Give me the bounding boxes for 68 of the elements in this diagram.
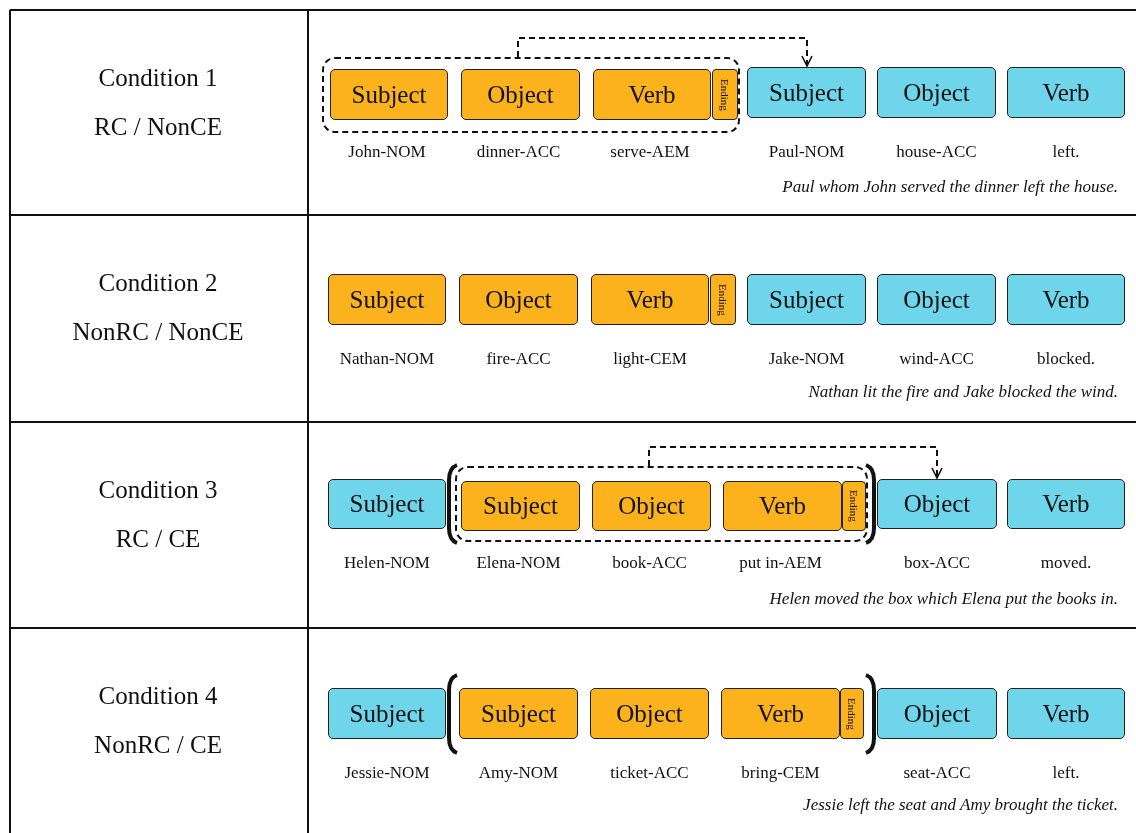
ending-tab: Ending (842, 481, 866, 531)
gloss-text: ticket-ACC (610, 763, 689, 783)
ending-tab: Ending (710, 274, 736, 325)
dashed-group-outline (455, 466, 868, 542)
gloss-text: Paul-NOM (768, 142, 845, 162)
word-box: Subject (330, 69, 448, 120)
gloss-text: put in-AEM (739, 553, 822, 573)
word-box: Object (877, 479, 997, 529)
word-box: Object (877, 274, 996, 325)
translation-text: Paul whom John served the dinner left the house. (782, 177, 1118, 197)
gloss-text: moved. (1040, 553, 1092, 573)
word-box: Verb (1007, 688, 1125, 739)
gloss-text: house-ACC (896, 142, 977, 162)
gloss-text: wind-ACC (899, 349, 974, 369)
dashed-group-outline (322, 57, 740, 133)
gloss-text: box-ACC (903, 553, 971, 573)
word-box: Verb (593, 69, 711, 120)
gloss-text: Helen-NOM (344, 553, 430, 573)
translation-text: Helen moved the box which Elena put the books in. (769, 589, 1118, 609)
word-box: Subject (747, 274, 866, 325)
ending-tab: Ending (840, 688, 864, 739)
word-box: Subject (461, 481, 580, 531)
dashed-arrow (648, 446, 943, 479)
gloss-text: left. (1052, 763, 1080, 783)
condition-label: Condition 2 (98, 269, 218, 297)
condition-label: NonRC / CE (94, 731, 222, 759)
gloss-text: Elena-NOM (476, 553, 561, 573)
gloss-text: bring-CEM (741, 763, 820, 783)
word-box: Object (590, 688, 709, 739)
dashed-arrow (517, 37, 813, 67)
word-box: Verb (721, 688, 840, 739)
gloss-text: Nathan-NOM (339, 349, 435, 369)
ending-tab: Ending (712, 69, 738, 120)
word-box: Verb (1007, 274, 1125, 325)
gloss-text: serve-AEM (610, 142, 690, 162)
translation-text: Nathan lit the fire and Jake blocked the wind. (808, 382, 1118, 402)
gloss-text: left. (1052, 142, 1080, 162)
word-box: Object (877, 688, 997, 739)
condition-label: RC / CE (115, 525, 201, 553)
condition-label: Condition 1 (98, 64, 218, 92)
word-box: Verb (591, 274, 709, 325)
word-box: Object (461, 69, 580, 120)
word-box: Subject (459, 688, 578, 739)
word-box: Verb (1007, 67, 1125, 118)
gloss-text: light-CEM (613, 349, 687, 369)
gloss-text: Jake-NOM (768, 349, 845, 369)
gloss-text: blocked. (1036, 349, 1096, 369)
word-box: Verb (723, 481, 842, 531)
word-box: Subject (328, 274, 446, 325)
word-box: Subject (328, 479, 446, 529)
condition-label: RC / NonCE (94, 113, 222, 141)
condition-label: Condition 4 (98, 682, 218, 710)
translation-text: Jessie left the seat and Amy brought the ticket. (803, 795, 1118, 815)
condition-label: Condition 3 (98, 476, 218, 504)
gloss-text: seat-ACC (903, 763, 971, 783)
gloss-text: fire-ACC (486, 349, 551, 369)
word-box: Subject (747, 67, 866, 118)
word-box: Subject (328, 688, 446, 739)
condition-label: NonRC / NonCE (72, 318, 244, 346)
word-box: Object (592, 481, 711, 531)
word-box: Object (877, 67, 996, 118)
word-box: Object (459, 274, 578, 325)
gloss-text: dinner-ACC (476, 142, 561, 162)
gloss-text: John-NOM (348, 142, 426, 162)
gloss-text: book-ACC (612, 553, 687, 573)
word-box: Verb (1007, 479, 1125, 529)
gloss-text: Amy-NOM (478, 763, 559, 783)
gloss-text: Jessie-NOM (344, 763, 430, 783)
